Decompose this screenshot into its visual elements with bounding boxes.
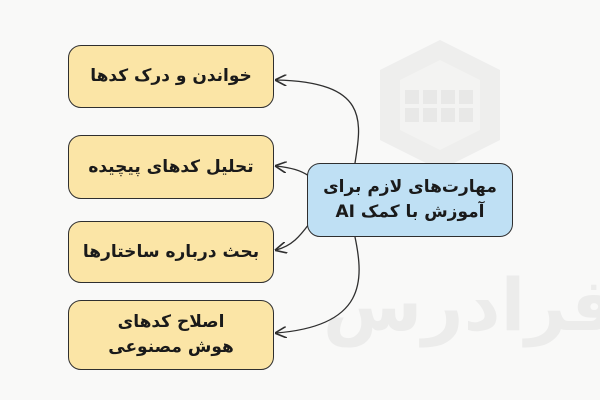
skill-box-fixing-ai-code: اصلاح کدهای هوش مصنوعی bbox=[68, 300, 274, 370]
skill-label-line1: تحلیل کدهای پیچیده bbox=[88, 156, 254, 177]
central-label-line2: آموزش با کمک AI bbox=[335, 202, 485, 222]
connector-4 bbox=[276, 236, 360, 333]
central-label-line1: مهارت‌های لازم برای bbox=[323, 177, 497, 198]
connector-3 bbox=[276, 223, 310, 250]
skill-box-discussing-structures: بحث درباره ساختارها bbox=[68, 221, 274, 283]
skill-box-analyzing-code: تحلیل کدهای پیچیده bbox=[68, 135, 274, 199]
skill-box-reading-code: خواندن و درک کدها bbox=[68, 45, 274, 108]
skill-label-line1: خواندن و درک کدها bbox=[90, 66, 252, 87]
skill-label-line2: هوش مصنوعی bbox=[108, 337, 234, 357]
skill-label-line1: اصلاح کدهای bbox=[117, 312, 225, 333]
connector-1 bbox=[276, 80, 360, 164]
connector-2 bbox=[276, 166, 310, 177]
skill-label-line1: بحث درباره ساختارها bbox=[82, 241, 260, 262]
watermark-text: فرادرس bbox=[323, 263, 600, 348]
central-topic-box: مهارت‌های لازم برای آموزش با کمک AI bbox=[307, 163, 513, 237]
